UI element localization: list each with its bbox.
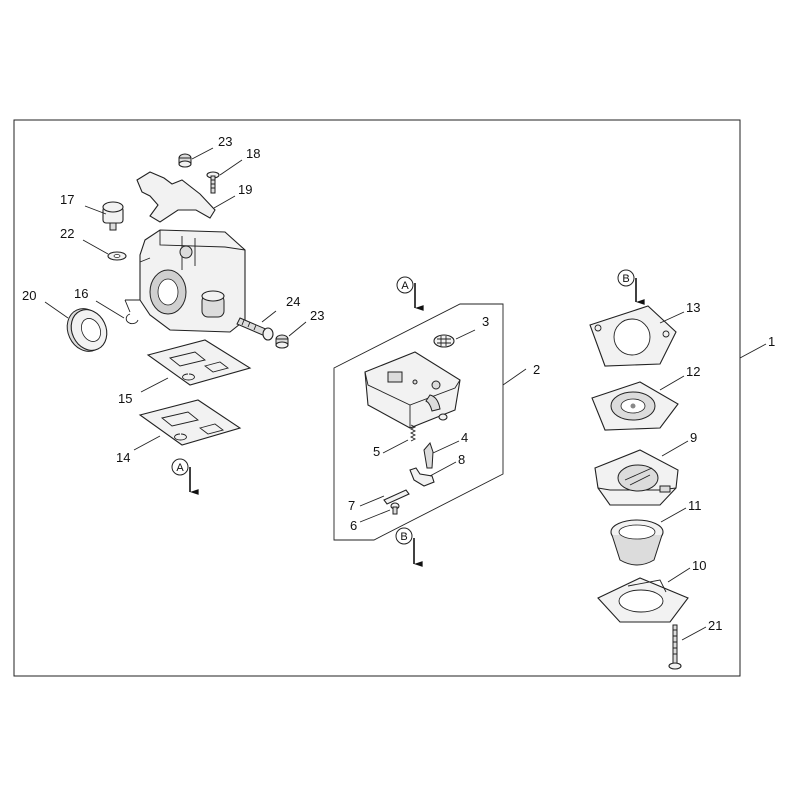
label-part-6: 6 bbox=[350, 518, 357, 533]
ref-marker-a-middle: A bbox=[396, 276, 424, 311]
part-2-group-outline bbox=[333, 303, 504, 541]
label-part-18: 18 bbox=[246, 146, 260, 161]
label-part-14: 14 bbox=[116, 450, 130, 465]
label-part-17: 17 bbox=[60, 192, 74, 207]
label-part-23-top: 23 bbox=[218, 134, 232, 149]
part-8-metering-lever[interactable] bbox=[409, 467, 435, 487]
label-part-5: 5 bbox=[373, 444, 380, 459]
part-13-pump-gasket[interactable] bbox=[589, 305, 677, 367]
part-2-metering-body[interactable] bbox=[364, 351, 461, 429]
label-part-7: 7 bbox=[348, 498, 355, 513]
part-15-gasket[interactable] bbox=[146, 339, 252, 386]
label-part-12: 12 bbox=[686, 364, 700, 379]
label-part-11: 11 bbox=[688, 498, 702, 513]
part-10-primer-cover[interactable] bbox=[597, 577, 689, 623]
label-part-21: 21 bbox=[708, 618, 722, 633]
carburetor-body bbox=[124, 229, 246, 333]
label-part-8: 8 bbox=[458, 452, 465, 467]
label-part-22: 22 bbox=[60, 226, 74, 241]
part-23-cap-top[interactable] bbox=[178, 153, 192, 168]
part-3-filter-screen[interactable] bbox=[433, 334, 455, 348]
part-21-screw[interactable] bbox=[668, 624, 682, 670]
part-7-pin[interactable] bbox=[383, 489, 410, 505]
part-24-idle-screw[interactable] bbox=[236, 317, 274, 341]
part-11-primer-bulb[interactable] bbox=[610, 519, 664, 566]
part-20-seal-ring[interactable] bbox=[60, 302, 113, 357]
ref-a-label: A bbox=[401, 280, 409, 292]
part-23-cap-lower[interactable] bbox=[275, 334, 289, 349]
part-12-pump-diaphragm[interactable] bbox=[591, 381, 679, 431]
part-14-diaphragm-plate[interactable] bbox=[138, 399, 242, 446]
carburetor-body-group bbox=[60, 153, 289, 446]
leader-lines bbox=[44, 147, 767, 641]
label-part-20: 20 bbox=[22, 288, 36, 303]
ref-a-label: A bbox=[176, 462, 184, 474]
part-16-clip[interactable] bbox=[125, 313, 139, 325]
label-part-24: 24 bbox=[286, 294, 300, 309]
part-4-inlet-needle[interactable] bbox=[423, 442, 434, 469]
diagram-frame bbox=[13, 119, 741, 677]
part-9-pump-cover[interactable] bbox=[594, 449, 679, 506]
label-part-15: 15 bbox=[118, 391, 132, 406]
label-part-19: 19 bbox=[238, 182, 252, 197]
label-part-3: 3 bbox=[482, 314, 489, 329]
part-5-spring[interactable] bbox=[409, 424, 417, 442]
label-part-9: 9 bbox=[690, 430, 697, 445]
ref-b-label: B bbox=[622, 273, 629, 285]
ref-marker-a-left: A bbox=[171, 458, 199, 495]
ref-marker-b-middle: B bbox=[395, 527, 423, 567]
ref-marker-b-right: B bbox=[617, 269, 645, 305]
label-part-10: 10 bbox=[692, 558, 706, 573]
ref-b-label: B bbox=[400, 531, 407, 543]
label-part-2: 2 bbox=[533, 362, 540, 377]
part-19-lever[interactable] bbox=[136, 171, 216, 223]
part-17-adjuster-knob[interactable] bbox=[102, 201, 124, 231]
label-part-1: 1 bbox=[768, 334, 775, 349]
part-number-labels: 23 18 19 17 22 20 16 24 23 15 14 3 2 4 5… bbox=[22, 134, 775, 633]
right-parts-column bbox=[589, 305, 689, 670]
label-part-23-lower: 23 bbox=[310, 308, 324, 323]
part-6-screw[interactable] bbox=[390, 502, 400, 515]
label-part-4: 4 bbox=[461, 430, 468, 445]
label-part-16: 16 bbox=[74, 286, 88, 301]
part-18-screw[interactable] bbox=[206, 171, 220, 194]
label-part-13: 13 bbox=[686, 300, 700, 315]
part-22-washer[interactable] bbox=[107, 251, 127, 261]
